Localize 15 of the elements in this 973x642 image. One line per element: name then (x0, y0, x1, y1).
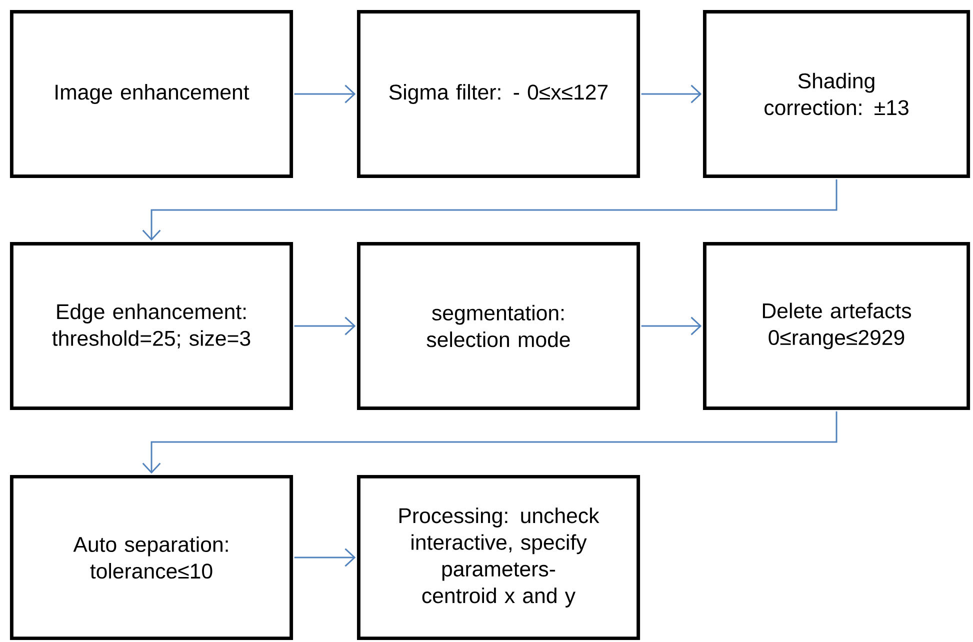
arrow (294, 548, 356, 567)
arrow (142, 179, 838, 241)
process-box: Processing: uncheck interactive, specify parameters- centroid x and y (356, 474, 640, 640)
process-box: Edge enhancement: threshold=25; size=3 (10, 242, 294, 410)
process-box: segmentation: selection mode (356, 242, 640, 410)
arrow (641, 316, 702, 336)
process-box: Image enhancement (10, 10, 294, 178)
arrow (641, 84, 702, 104)
process-box: Sigma filter: - 0≤x≤127 (356, 10, 640, 178)
process-box: Shading correction: ±13 (702, 10, 970, 178)
arrow (294, 84, 356, 104)
arrow (142, 411, 838, 474)
process-box: Auto separation: tolerance≤10 (10, 474, 294, 640)
process-box: Delete artefacts 0≤range≤2929 (702, 242, 970, 410)
arrow (294, 316, 356, 336)
